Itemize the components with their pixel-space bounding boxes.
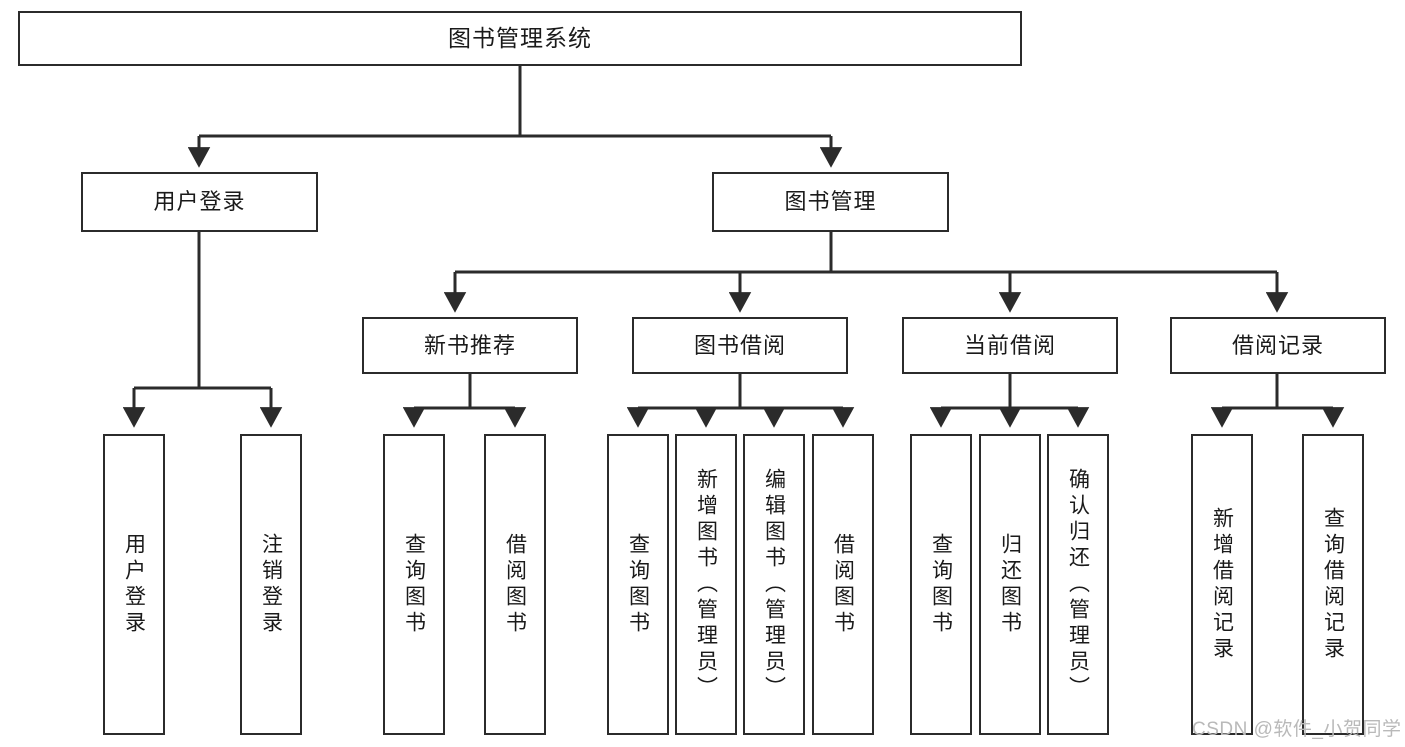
node-label: 新增借阅记录 [1210,506,1234,663]
node-label: 图书管理系统 [448,25,592,52]
node-book-borrow[interactable]: 图书借阅 [632,317,848,374]
node-label: 注销登录 [259,532,283,637]
node-label: 图书借阅 [693,332,786,358]
node-leaf-borrow-book[interactable]: 借阅图书 [812,434,874,735]
node-label: 用户登录 [122,532,146,637]
csdn-watermark: CSDN @软件_小贺同学 [1192,719,1402,740]
node-label: 用户登录 [153,189,246,215]
node-label: 新书推荐 [423,332,516,358]
node-label: 编辑图书（管理员） [762,467,786,702]
node-leaf-return-book[interactable]: 归还图书 [979,434,1041,735]
node-label: 新增图书（管理员） [694,467,718,702]
node-borrow-record[interactable]: 借阅记录 [1170,317,1386,374]
node-leaf-borrow-book-recommend[interactable]: 借阅图书 [484,434,546,735]
node-label: 借阅图书 [503,532,527,637]
node-current-borrow[interactable]: 当前借阅 [902,317,1118,374]
node-label: 借阅记录 [1231,332,1324,358]
node-new-book-recommend[interactable]: 新书推荐 [362,317,578,374]
node-leaf-user-login[interactable]: 用户登录 [103,434,165,735]
node-root-book-management-system[interactable]: 图书管理系统 [18,11,1022,66]
node-label: 查询图书 [626,532,650,637]
node-label: 查询图书 [929,532,953,637]
node-label: 归还图书 [998,532,1022,637]
node-label: 确认归还（管理员） [1066,467,1090,702]
node-label: 借阅图书 [831,532,855,637]
node-leaf-confirm-return[interactable]: 确认归还（管理员） [1047,434,1109,735]
node-leaf-add-book[interactable]: 新增图书（管理员） [675,434,737,735]
node-leaf-add-borrow-record[interactable]: 新增借阅记录 [1191,434,1253,735]
node-label: 当前借阅 [963,332,1056,358]
node-label: 查询图书 [402,532,426,637]
node-leaf-query-book-current[interactable]: 查询图书 [910,434,972,735]
node-leaf-user-logout[interactable]: 注销登录 [240,434,302,735]
node-leaf-query-borrow-record[interactable]: 查询借阅记录 [1302,434,1364,735]
node-user-login[interactable]: 用户登录 [81,172,318,232]
node-label: 查询借阅记录 [1321,506,1345,663]
node-leaf-query-book-borrow[interactable]: 查询图书 [607,434,669,735]
node-label: 图书管理 [784,189,877,215]
node-leaf-query-book-recommend[interactable]: 查询图书 [383,434,445,735]
node-leaf-edit-book[interactable]: 编辑图书（管理员） [743,434,805,735]
node-book-management[interactable]: 图书管理 [712,172,949,232]
